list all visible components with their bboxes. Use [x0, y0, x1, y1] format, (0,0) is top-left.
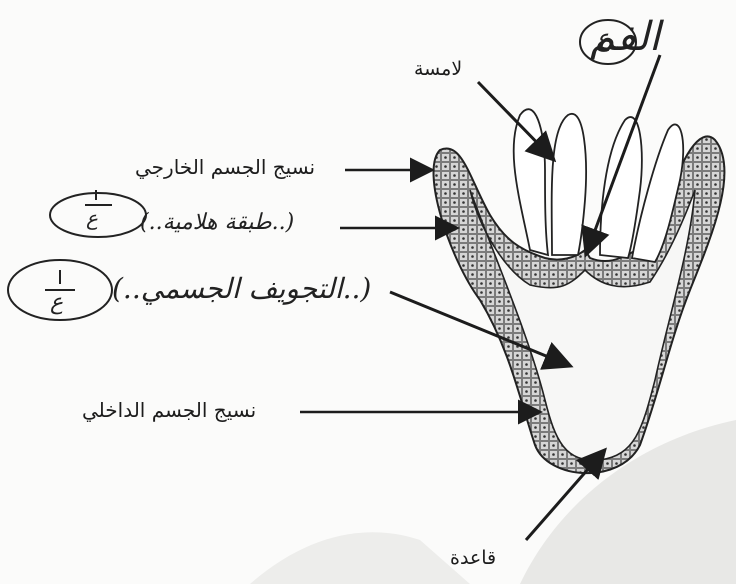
middle-layer-label: (..طبقة هلامية..)	[140, 210, 294, 235]
score-mark: ع	[596, 24, 610, 52]
tentacle-2	[552, 114, 586, 255]
tentacle-1	[514, 109, 548, 255]
fraction-bar	[45, 270, 75, 290]
body-cavity-label: (..التجويف الجسمي..)	[112, 272, 371, 305]
base-label: قاعدة	[450, 547, 496, 569]
score-mark: ع	[86, 206, 98, 230]
inner-tissue-label: نسيج الجسم الداخلي	[82, 398, 256, 422]
background-smudge	[250, 532, 470, 584]
outer-tissue-label: نسيج الجسم الخارجي	[135, 155, 315, 179]
tentacle-label: لامسة	[414, 58, 462, 80]
score-circle	[50, 193, 146, 237]
score-mark: ع	[50, 290, 63, 315]
